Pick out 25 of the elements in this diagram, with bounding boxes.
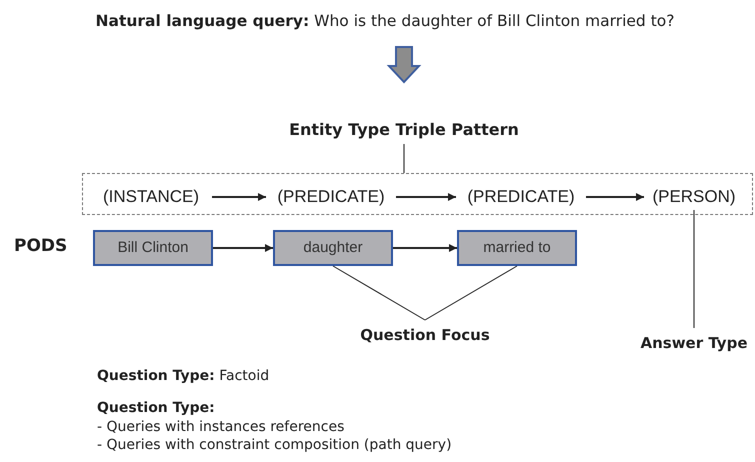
dashed-box xyxy=(82,173,753,215)
process-box: Bill Clinton xyxy=(93,230,213,266)
query-text: Natural language query: Who is the daughter of Bill Clinton married to? xyxy=(40,8,730,36)
process-box: married to xyxy=(457,230,577,266)
note-text: Question Type: Factoid xyxy=(97,367,270,386)
callout-text: Question Focus xyxy=(355,320,495,348)
arrow xyxy=(213,244,273,252)
block-arrow xyxy=(386,46,422,84)
note-text: - Queries with instances references xyxy=(97,418,344,437)
note-text: - Queries with constraint composition (path query) xyxy=(97,436,452,455)
pattern-label: (PREDICATE) xyxy=(266,184,396,210)
arrow xyxy=(586,193,644,201)
pattern-label: (PREDICATE) xyxy=(456,184,586,210)
note-text: PODS xyxy=(14,235,68,258)
heading-text: Entity Type Triple Pattern xyxy=(279,116,529,144)
connector-line xyxy=(424,266,518,320)
arrow xyxy=(396,193,456,201)
arrow xyxy=(393,244,457,252)
connector-line xyxy=(332,266,426,320)
note-text: Question Type: xyxy=(97,399,215,418)
process-box: daughter xyxy=(273,230,393,266)
callout-text: Answer Type xyxy=(636,328,752,354)
pattern-label: (INSTANCE) xyxy=(90,184,212,210)
arrow xyxy=(212,193,266,201)
pattern-label: (PERSON) xyxy=(644,184,744,210)
